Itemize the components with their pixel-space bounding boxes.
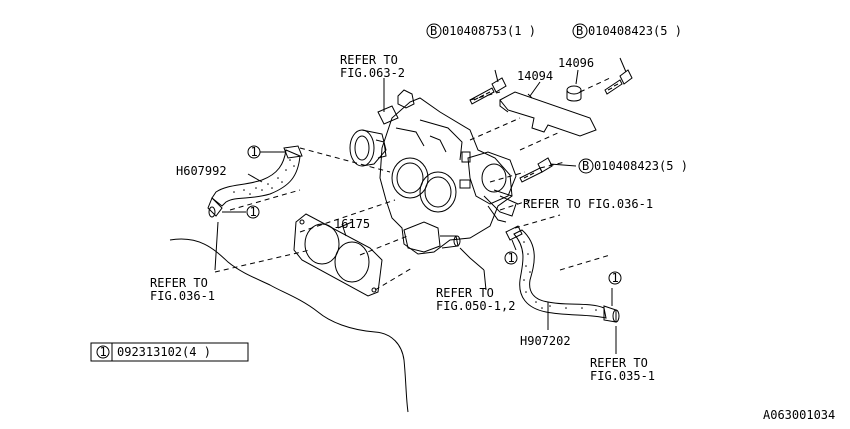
bolt-right (604, 57, 633, 95)
svg-text:B: B (576, 24, 583, 38)
svg-text:010408423(5 ): 010408423(5 ) (588, 24, 682, 38)
hose-h907202 (505, 225, 620, 323)
label-14096: 14096 (558, 56, 594, 70)
label-14094: 14094 (517, 69, 553, 83)
refer-fig035-line2: FIG.035-1 (590, 369, 655, 383)
legend-part: 092313102(4 ) (117, 345, 211, 359)
hose-h607992 (207, 145, 303, 218)
refer-fig063-line1: REFER TO (340, 53, 398, 67)
svg-text:1: 1 (250, 205, 257, 219)
refer-fig050-line1: REFER TO (436, 286, 494, 300)
gasket-16175 (293, 213, 383, 297)
callout-1-right-top: 1 (608, 271, 622, 285)
refer-fig050-line2: FIG.050-1,2 (436, 299, 515, 313)
callout-1-right-mid: 1 (504, 251, 518, 265)
intake-manifold-outline (169, 238, 409, 413)
svg-text:1: 1 (508, 251, 515, 265)
callout-1-left-bottom: 1 (246, 205, 260, 219)
alignment-lines (214, 77, 611, 291)
svg-text:010408753(1 ): 010408753(1 ) (442, 24, 536, 38)
svg-text:B: B (430, 24, 437, 38)
legend-box: 1 092313102(4 ) (90, 342, 249, 362)
callout-1-left-top: 1 (247, 145, 261, 159)
callout-bolt-middle: B 010408423(5 ) (578, 158, 688, 174)
refer-fig036-right: REFER TO FIG.036-1 (523, 197, 653, 211)
refer-fig035-line1: REFER TO (590, 356, 648, 370)
spacer-14096 (566, 69, 582, 102)
refer-fig036-left-line1: REFER TO (150, 276, 208, 290)
label-h907202: H907202 (520, 334, 571, 348)
diagram-code: A063001034 (763, 408, 835, 422)
label-h607992: H607992 (176, 164, 227, 178)
svg-text:1: 1 (612, 271, 619, 285)
svg-text:1: 1 (251, 145, 258, 159)
leader-lines (214, 78, 617, 354)
svg-text:010408423(5 ): 010408423(5 ) (594, 159, 688, 173)
refer-fig036-left-line2: FIG.036-1 (150, 289, 215, 303)
bolt-top (469, 69, 507, 105)
throttle-body (349, 89, 517, 255)
refer-fig063-line2: FIG.063-2 (340, 66, 405, 80)
bolt-middle (519, 157, 577, 183)
callout-bolt-right: B 010408423(5 ) (572, 23, 682, 39)
callout-bolt-top: B 010408753(1 ) (426, 23, 536, 39)
legend-number: 1 (100, 345, 107, 359)
label-16175: 16175 (334, 217, 370, 231)
svg-text:B: B (582, 159, 589, 173)
bracket-14094 (499, 81, 597, 137)
